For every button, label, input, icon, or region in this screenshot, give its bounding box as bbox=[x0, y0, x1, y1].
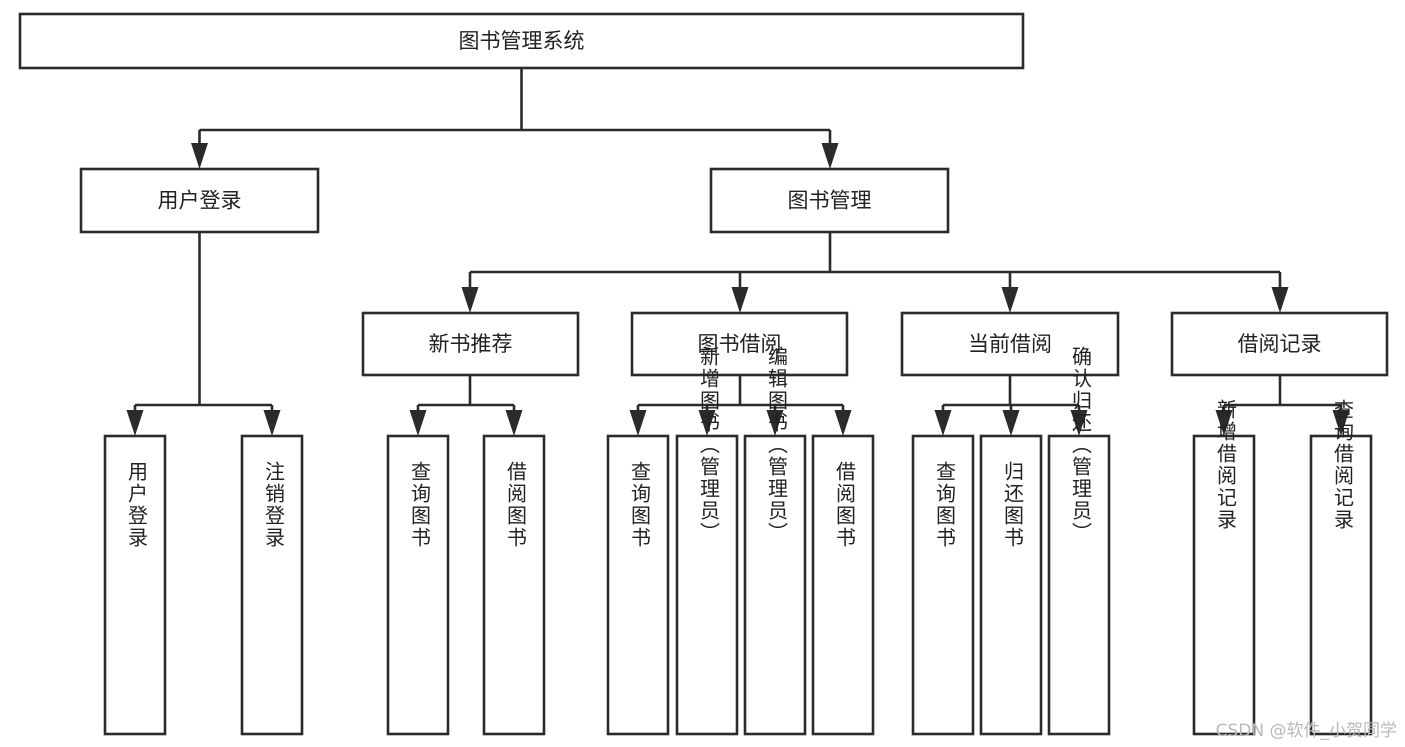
node-leaf-logout-label: 注销登录 bbox=[262, 461, 286, 549]
arrow-bookmanage-to-book-borrow bbox=[731, 287, 749, 313]
node-root-label: 图书管理系统 bbox=[459, 29, 585, 53]
arrow-bookmanage-to-new-book-rec bbox=[461, 287, 479, 313]
arrow-bookborrow-to-leaf-borrow-book bbox=[834, 410, 852, 436]
node-leaf-query-book-a[interactable]: 查询图书 bbox=[386, 434, 450, 736]
node-leaf-add-record-label: 新增借阅记录 bbox=[1214, 399, 1238, 531]
node-leaf-add-book-label: 新增图书（管理员） bbox=[697, 346, 721, 544]
node-leaf-return-book[interactable]: 归还图书 bbox=[979, 434, 1043, 736]
node-current-borrow[interactable]: 当前借阅 bbox=[900, 311, 1120, 377]
node-leaf-query-record-label: 查询借阅记录 bbox=[1331, 399, 1355, 531]
node-current-borrow-label: 当前借阅 bbox=[968, 332, 1052, 356]
node-borrow-record-label: 借阅记录 bbox=[1238, 332, 1322, 356]
node-leaf-query-book-c-label: 查询图书 bbox=[933, 461, 957, 549]
arrow-bookborrow-to-leaf-query-book bbox=[629, 410, 647, 436]
arrow-userlogin-to-leaf-logout bbox=[263, 410, 281, 436]
node-new-book-rec[interactable]: 新书推荐 bbox=[361, 311, 580, 377]
node-leaf-edit-book-label: 编辑图书（管理员） bbox=[765, 346, 789, 544]
arrow-newbookrec-to-leaf-borrow-book bbox=[505, 410, 523, 436]
node-book-manage-label: 图书管理 bbox=[788, 189, 872, 213]
arrow-userlogin-to-leaf-user-login bbox=[126, 410, 144, 436]
arrow-borrowrecord-to-leaf-add-record bbox=[1215, 410, 1233, 436]
edge-bookmanage-bus bbox=[468, 232, 1282, 290]
node-leaf-borrow-book-a[interactable]: 借阅图书 bbox=[482, 434, 546, 736]
node-leaf-edit-book[interactable]: 编辑图书（管理员） bbox=[743, 346, 807, 736]
arrow-bookborrow-to-leaf-add-book bbox=[698, 410, 716, 436]
arrow-newbookrec-to-leaf-query-book bbox=[409, 410, 427, 436]
arrow-currentborrow-to-leaf-query-book bbox=[934, 410, 952, 436]
node-leaf-query-record[interactable]: 查询借阅记录 bbox=[1309, 399, 1373, 736]
node-leaf-query-book-b[interactable]: 查询图书 bbox=[606, 434, 670, 736]
node-leaf-user-login[interactable]: 用户登录 bbox=[103, 434, 167, 736]
node-new-book-rec-label: 新书推荐 bbox=[429, 332, 513, 356]
node-leaf-confirm-return-label: 确认归还（管理员） bbox=[1069, 346, 1093, 544]
node-leaf-return-book-label: 归还图书 bbox=[1001, 461, 1025, 549]
node-book-manage[interactable]: 图书管理 bbox=[709, 167, 950, 234]
node-leaf-borrow-book-b[interactable]: 借阅图书 bbox=[811, 434, 875, 736]
arrow-bookmanage-to-borrow-record bbox=[1271, 287, 1289, 313]
node-borrow-record[interactable]: 借阅记录 bbox=[1170, 311, 1389, 377]
arrow-borrowrecord-to-leaf-query-record bbox=[1332, 410, 1350, 436]
edge-newbookrec-bus bbox=[416, 375, 516, 419]
node-book-borrow[interactable]: 图书借阅 bbox=[630, 311, 849, 377]
arrow-bookborrow-to-leaf-edit-book bbox=[766, 410, 784, 436]
node-book-borrow-label: 图书借阅 bbox=[698, 332, 782, 356]
node-leaf-user-login-label: 用户登录 bbox=[125, 461, 149, 549]
arrow-root-to-user-login bbox=[191, 143, 208, 169]
node-leaf-borrow-book-b-label: 借阅图书 bbox=[833, 461, 857, 549]
csdn-watermark: CSDN @软件_小贺同学 bbox=[1215, 721, 1397, 741]
node-leaf-confirm-return[interactable]: 确认归还（管理员） bbox=[1047, 346, 1111, 736]
node-leaf-query-book-c[interactable]: 查询图书 bbox=[911, 434, 975, 736]
node-leaf-add-record[interactable]: 新增借阅记录 bbox=[1192, 399, 1256, 736]
edge-root-bus bbox=[198, 68, 832, 152]
connector-layer bbox=[126, 68, 1350, 436]
node-leaf-add-book[interactable]: 新增图书（管理员） bbox=[675, 346, 739, 736]
node-leaf-query-book-b-label: 查询图书 bbox=[628, 461, 652, 549]
arrow-root-to-book-manage bbox=[821, 143, 839, 169]
node-leaf-query-book-a-label: 查询图书 bbox=[408, 461, 432, 549]
edge-bookborrow-bus bbox=[636, 375, 845, 419]
node-leaf-logout[interactable]: 注销登录 bbox=[240, 434, 304, 736]
node-root[interactable]: 图书管理系统 bbox=[18, 12, 1025, 70]
arrow-currentborrow-to-leaf-return-book bbox=[1002, 410, 1020, 436]
node-user-login[interactable]: 用户登录 bbox=[79, 167, 320, 234]
edge-userlogin-bus bbox=[133, 232, 274, 419]
arrow-currentborrow-to-leaf-confirm-return bbox=[1070, 410, 1088, 436]
edge-borrowrecord-bus bbox=[1222, 375, 1343, 419]
arrow-bookmanage-to-current-borrow bbox=[1001, 287, 1019, 313]
node-leaf-borrow-book-a-label: 借阅图书 bbox=[504, 461, 528, 549]
node-user-login-label: 用户登录 bbox=[158, 189, 242, 213]
